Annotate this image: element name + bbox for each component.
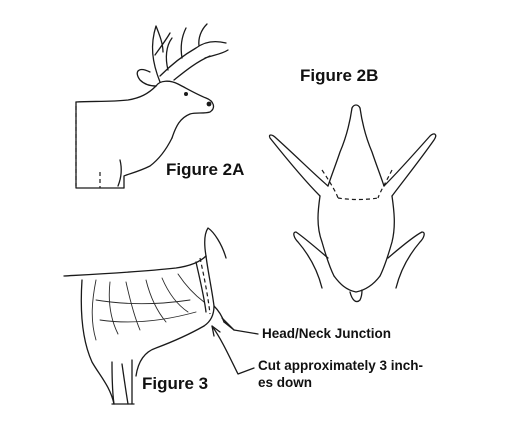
deer-head-drawing <box>75 23 229 189</box>
figure-2b-label: Figure 2B <box>300 66 379 85</box>
figure-2a-label: Figure 2A <box>166 160 245 179</box>
cut-instruction-line2: es down <box>258 375 313 390</box>
figure-3-label: Figure 3 <box>142 374 209 393</box>
carcass-drawing <box>268 104 437 303</box>
head-neck-junction-annotation: Head/Neck Junction <box>262 326 392 341</box>
cut-instruction-line1: Cut approximately 3 inch- <box>258 358 424 373</box>
neck-side-drawing <box>63 227 227 405</box>
leader-lines <box>211 317 259 375</box>
